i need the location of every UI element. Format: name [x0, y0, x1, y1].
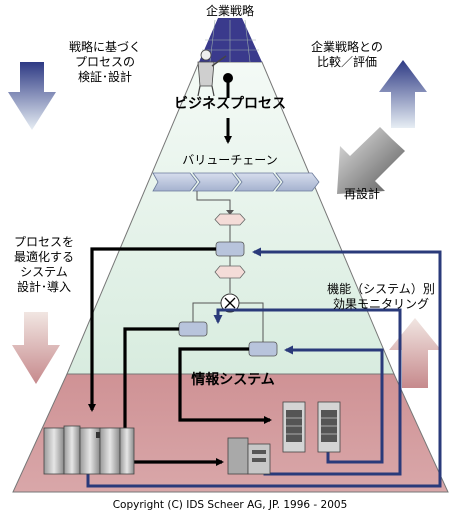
mainframe-icon: [43, 425, 135, 475]
flow-black-3: [178, 347, 272, 424]
function-node-1: [215, 241, 245, 257]
strategist-icon: [197, 49, 227, 97]
label-function-monitoring: 機能（システム）別 効果モニタリング: [327, 282, 435, 311]
tower-server-icon-1: [282, 401, 306, 453]
label-information-system: 情報システム: [191, 372, 275, 388]
flow-black-2: [123, 327, 224, 466]
label-system-design-implement: プロセスを 最適化する システム 設計･導入: [13, 235, 74, 294]
arrow-monitor-up: [389, 318, 441, 388]
label-redesign: 再設計: [343, 187, 380, 201]
function-node-2: [178, 321, 208, 337]
label-strategy-based-design: 戦略に基づく プロセスの 検証･設計: [68, 40, 141, 84]
label-corporate-strategy: 企業戦略: [205, 4, 254, 18]
event-node-1: [214, 213, 246, 226]
arrow-optimize-down: [12, 312, 60, 384]
arrow-strategy-down: [8, 62, 56, 130]
flow-black-1: [88, 247, 216, 412]
label-value-chain: バリューチェーン: [182, 153, 278, 167]
arrow-redesign: [337, 127, 405, 194]
label-compare-evaluate: 企業戦略との 比較／評価: [311, 40, 383, 69]
event-node-2: [214, 265, 246, 279]
label-business-process: ビジネスプロセス: [174, 96, 286, 112]
flow-blue-3: [284, 345, 384, 464]
pc-server-icon: [227, 437, 271, 475]
tower-server-icon-2: [317, 401, 341, 453]
arrow-compare-up: [379, 60, 427, 128]
copyright-text: Copyright (C) IDS Scheer AG, JP. 1996 - …: [112, 499, 348, 511]
value-chain: [152, 172, 320, 192]
function-node-3: [248, 341, 278, 357]
xor-connector: [220, 293, 240, 313]
